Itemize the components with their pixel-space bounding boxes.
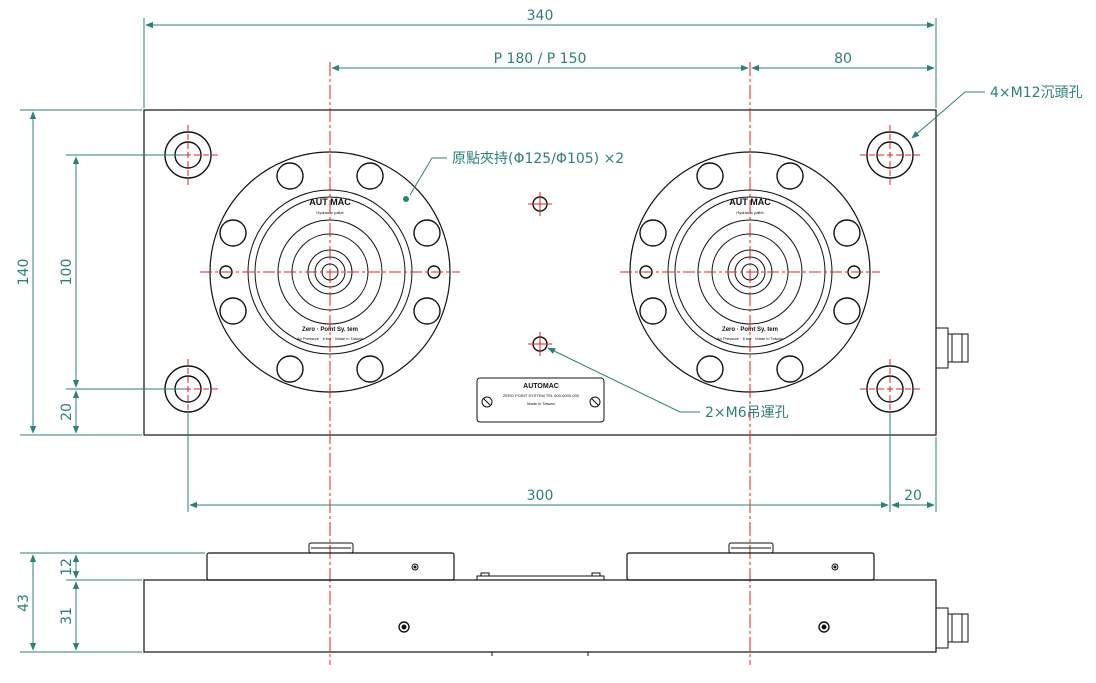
dim-label: 340 (527, 8, 554, 24)
dimension-edge-h: 20 (891, 488, 935, 509)
callout-lifting: 2×M6吊運孔 (547, 347, 789, 421)
dim-label: 100 (59, 259, 75, 286)
dim-label: 31 (59, 607, 75, 625)
nameplate-line2: Made in Taiwan (527, 401, 555, 406)
nameplate-line1: ZERO POINT SYSTEM TEL 000-0000-000 (503, 393, 580, 398)
chuck-bottom-line1: Zero · Point Sy. tem (722, 327, 778, 333)
air-fitting-top (935, 327, 969, 369)
plate-outline (143, 109, 937, 436)
counterbore-hole (158, 125, 218, 185)
dim-label: 300 (527, 488, 554, 504)
side-view (143, 542, 969, 656)
chuck-bottom-line1: Zero · Point Sy. tem (302, 327, 358, 333)
dim-label: P 180 / P 150 (494, 51, 587, 67)
dimension-hole-spacing-v: 100 (59, 154, 186, 390)
dimension-base-thickness: 31 (59, 581, 80, 651)
dimension-offset-right: 80 (751, 51, 935, 72)
dim-label: 140 (16, 259, 32, 286)
callout-clamps: 原點夾持(Φ125/Φ105) ×2 (403, 151, 624, 202)
dimension-overall-length: 340 (143, 8, 937, 108)
dim-label: 20 (904, 488, 922, 504)
callout-label: 原點夾持(Φ125/Φ105) ×2 (452, 151, 624, 167)
dimension-hole-spacing-h: 300 (187, 412, 937, 512)
counterbore-hole (158, 359, 218, 419)
dim-label: 20 (59, 403, 75, 421)
dimension-total-thickness: 43 (16, 552, 205, 653)
nameplate-brand: AUTOMAC (523, 383, 559, 390)
callout-counterbore: 4×M12沉頭孔 (911, 85, 1083, 139)
top-view: AUT MAC Hydraulic pallet Zero · Point Sy… (143, 62, 969, 665)
callout-label: 2×M6吊運孔 (705, 405, 789, 421)
counterbore-hole (860, 125, 920, 185)
lifting-hole (528, 192, 552, 216)
dim-label: 43 (16, 594, 32, 612)
dim-label: 12 (59, 558, 75, 576)
dimension-overall-height: 140 (16, 109, 142, 436)
base-body (143, 579, 937, 653)
dimension-top-thickness: 12 (59, 554, 142, 581)
callout-label: 4×M12沉頭孔 (990, 85, 1083, 101)
counterbore-hole (860, 359, 920, 419)
lifting-hole (528, 332, 552, 356)
dimension-pitch: P 180 / P 150 (331, 51, 749, 72)
nameplate: AUTOMAC ZERO POINT SYSTEM TEL 000-0000-0… (476, 377, 605, 423)
dim-label: 80 (834, 51, 852, 67)
dimension-edge-v: 20 (59, 390, 80, 434)
